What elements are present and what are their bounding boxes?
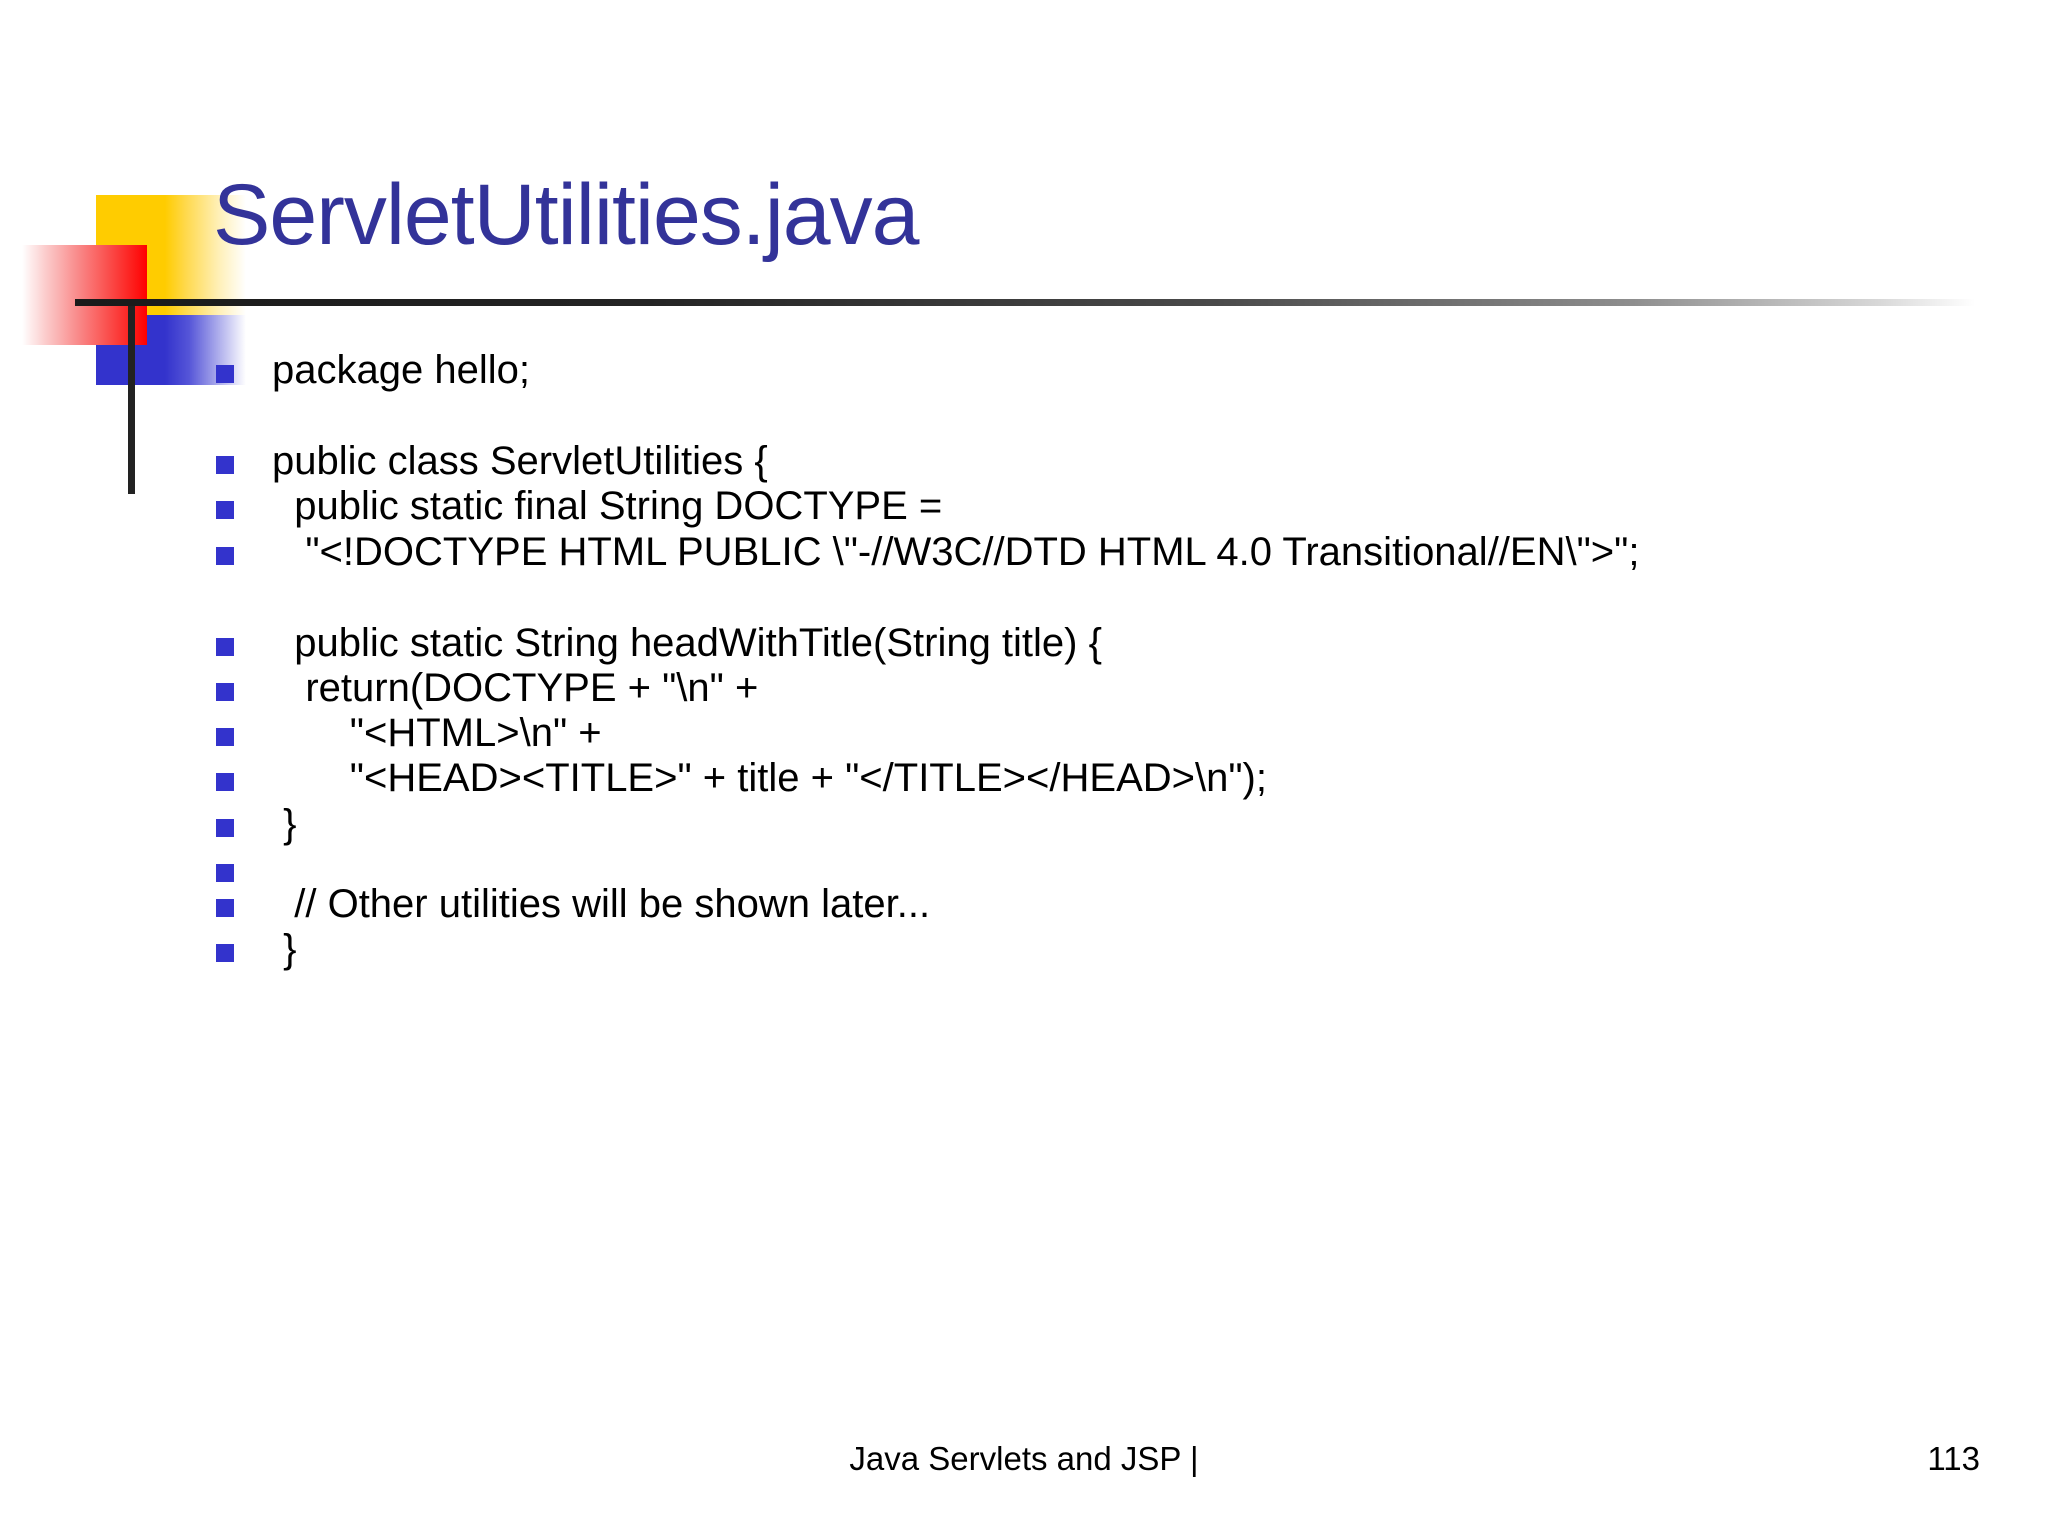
list-item: public class ServletUtilities { <box>216 439 1876 484</box>
list-item: "<HEAD><TITLE>" + title + "</TITLE></HEA… <box>216 756 1876 801</box>
bullet-square-icon <box>216 818 234 837</box>
spacer <box>216 575 1876 621</box>
list-item: "<!DOCTYPE HTML PUBLIC \"-//W3C//DTD HTM… <box>216 530 1876 575</box>
list-item: } <box>216 927 1876 972</box>
list-item-label: package hello; <box>272 348 530 392</box>
spacer <box>216 393 1876 439</box>
slide-footer: Java Servlets and JSP | 113 <box>0 1440 2048 1500</box>
bullet-square-icon <box>216 637 234 656</box>
list-item-label: public static final String DOCTYPE = <box>272 484 943 529</box>
list-item-label: public static String headWithTitle(Strin… <box>272 620 1102 665</box>
content-list: package hello; public class ServletUtili… <box>216 348 1876 972</box>
list-item-label: public class ServletUtilities { <box>272 439 768 484</box>
list-item-label: } <box>272 801 297 846</box>
list-item: public static final String DOCTYPE = <box>216 484 1876 529</box>
page-number: 113 <box>1927 1440 1980 1477</box>
list-item <box>216 847 1876 882</box>
bullet-square-icon <box>216 365 234 383</box>
list-item-label: return(DOCTYPE + "\n" + <box>272 665 759 710</box>
bullet-square-icon <box>216 501 234 520</box>
list-item-label: } <box>272 926 297 971</box>
list-item: "<HTML>\n" + <box>216 711 1876 756</box>
list-item-label: "<!DOCTYPE HTML PUBLIC \"-//W3C//DTD HTM… <box>272 529 1640 574</box>
bullet-square-icon <box>216 456 234 475</box>
bullet-square-icon <box>216 943 234 962</box>
page-title: ServletUtilities.java <box>213 167 919 263</box>
bullet-square-icon <box>216 773 234 792</box>
list-item: } <box>216 802 1876 847</box>
list-item: public static String headWithTitle(Strin… <box>216 621 1876 666</box>
list-item: // Other utilities will be shown later..… <box>216 882 1876 927</box>
bullet-square-icon <box>216 898 234 917</box>
bullet-square-icon <box>216 728 234 747</box>
bullet-square-icon <box>216 546 234 565</box>
bullet-square-icon <box>216 682 234 701</box>
horizontal-rule <box>75 299 1975 306</box>
list-item-label: // Other utilities will be shown later..… <box>272 881 931 926</box>
list-item-label: "<HEAD><TITLE>" + title + "</TITLE></HEA… <box>272 756 1267 801</box>
list-item: package hello; <box>216 348 1876 393</box>
bullet-square-icon <box>216 863 234 882</box>
list-item-label: "<HTML>\n" + <box>272 711 602 756</box>
vertical-rule-icon <box>128 302 135 494</box>
footer-text: Java Servlets and JSP | <box>849 1440 1199 1477</box>
red-square-icon <box>22 245 147 345</box>
list-item: return(DOCTYPE + "\n" + <box>216 666 1876 711</box>
